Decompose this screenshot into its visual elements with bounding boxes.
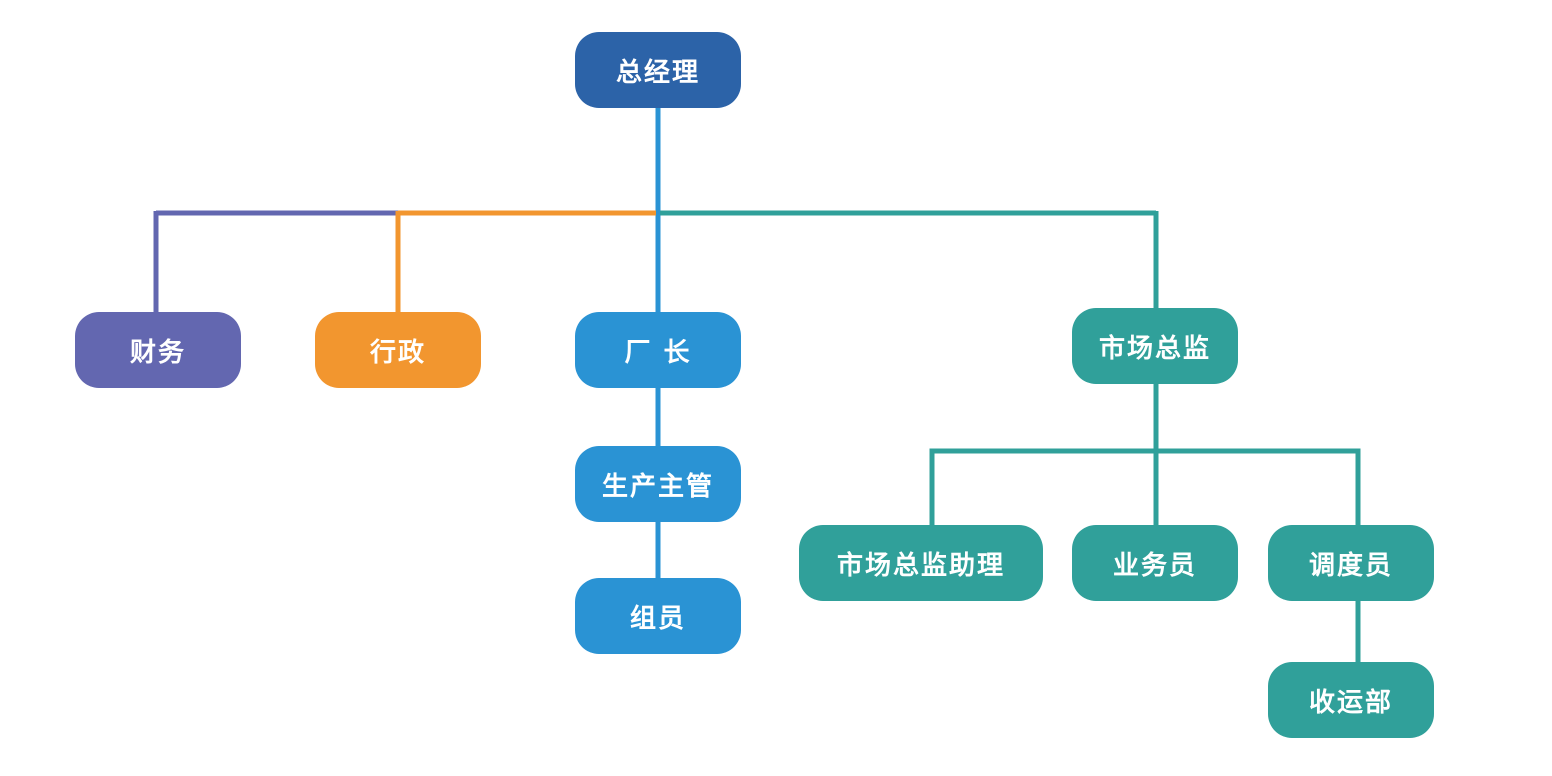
node-salesperson: 业务员: [1072, 525, 1238, 601]
node-finance: 财务: [75, 312, 241, 388]
node-dispatcher: 调度员: [1268, 525, 1434, 601]
node-marketing-director: 市场总监: [1072, 308, 1238, 384]
node-receiving-shipping: 收运部: [1268, 662, 1434, 738]
node-production-supervisor: 生产主管: [575, 446, 741, 522]
node-admin: 行政: [315, 312, 481, 388]
connector-marketing-branch: [929, 448, 1361, 528]
node-factory-director: 厂 长: [575, 312, 741, 388]
node-marketing-assistant: 市场总监助理: [799, 525, 1043, 601]
node-ceo: 总经理: [575, 32, 741, 108]
node-team-member: 组员: [575, 578, 741, 654]
